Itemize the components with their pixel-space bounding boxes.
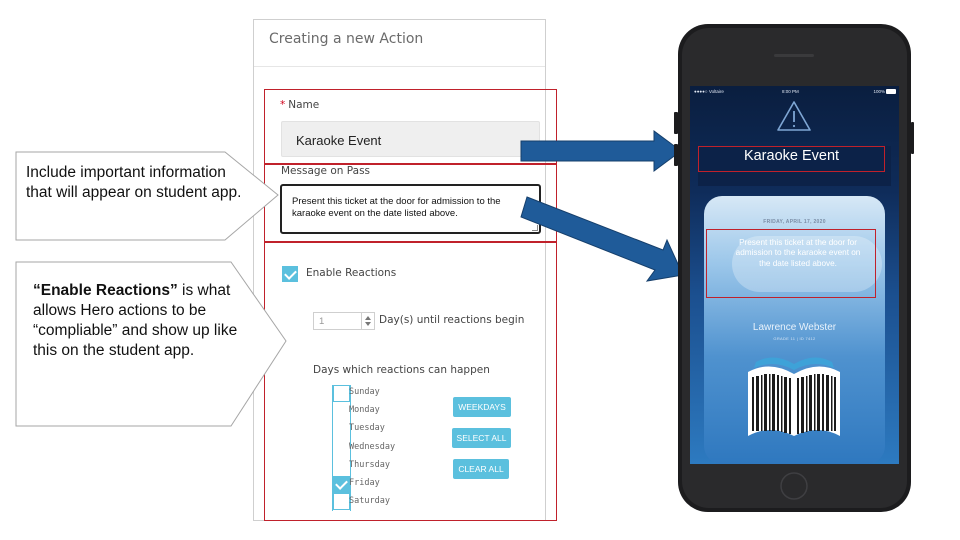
name-label: *Name bbox=[280, 99, 319, 111]
reactions-callout-bold: “Enable Reactions” bbox=[33, 282, 178, 299]
phone-volume-button bbox=[674, 112, 678, 134]
action-form-panel: Creating a new Action bbox=[253, 19, 546, 521]
select-all-button[interactable]: SELECT ALL bbox=[452, 428, 511, 448]
name-label-text: Name bbox=[288, 99, 320, 111]
day-label-wednesday: Wednesday bbox=[349, 442, 396, 452]
event-title-highlight-box bbox=[698, 146, 885, 172]
stepper-buttons[interactable] bbox=[361, 313, 374, 329]
resize-grip-icon[interactable] bbox=[532, 225, 538, 231]
status-time: 8:00 PM bbox=[782, 89, 799, 94]
message-label: Message on Pass bbox=[281, 165, 371, 177]
student-name: Lawrence Webster bbox=[752, 322, 837, 333]
stepper-up-icon[interactable] bbox=[365, 316, 371, 320]
reactions-highlight-box bbox=[264, 242, 557, 521]
phone-screen: ●●●●○ Voltaire 8:00 PM 100% FRIDAY, APRI… bbox=[690, 86, 899, 464]
clear-all-button[interactable]: CLEAR ALL bbox=[453, 459, 509, 479]
day-label-sunday: Sunday bbox=[349, 387, 380, 397]
day-label-saturday: Saturday bbox=[349, 496, 390, 506]
phone-speaker bbox=[774, 54, 814, 57]
day-label-friday: Friday bbox=[349, 478, 380, 488]
ticket-message-highlight-box bbox=[706, 229, 876, 298]
message-callout-text: Include important information that will … bbox=[26, 164, 242, 201]
message-text: Present this ticket at the door for admi… bbox=[292, 196, 501, 220]
event-title: Karaoke Event bbox=[743, 148, 840, 164]
reactions-callout-rest: is what allows Hero actions to be “compl… bbox=[33, 282, 238, 359]
days-until-label: Day(s) until reactions begin bbox=[379, 314, 525, 326]
weekdays-button[interactable]: WEEKDAYS bbox=[453, 397, 511, 417]
battery-icon bbox=[886, 89, 896, 94]
days-heading: Days which reactions can happen bbox=[313, 364, 490, 376]
day-checkbox-friday[interactable] bbox=[333, 476, 350, 493]
phone-home-button bbox=[780, 472, 808, 500]
day-label-thursday: Thursday bbox=[349, 460, 390, 470]
name-highlight-box bbox=[264, 89, 557, 164]
reactions-callout-text: “Enable Reactions” is what allows Hero a… bbox=[33, 281, 258, 361]
day-label-monday: Monday bbox=[349, 405, 380, 415]
form-title: Creating a new Action bbox=[269, 31, 424, 47]
message-textarea[interactable]: Present this ticket at the door for admi… bbox=[280, 184, 541, 234]
ticket-card: FRIDAY, APRIL 17, 2020 Lawrence Webster … bbox=[704, 196, 885, 464]
required-star: * bbox=[280, 99, 286, 111]
ticket-date: FRIDAY, APRIL 17, 2020 bbox=[763, 219, 826, 225]
days-until-value: 1 bbox=[319, 316, 325, 327]
enable-reactions-label: Enable Reactions bbox=[306, 267, 397, 279]
days-until-stepper[interactable]: 1 bbox=[313, 312, 375, 330]
ticket-message: Present this ticket at the door for admi… bbox=[735, 238, 861, 268]
day-checkbox-list bbox=[332, 385, 351, 511]
status-battery: 100% bbox=[873, 89, 885, 94]
student-grade: GRADE 11 | ID 7412 bbox=[773, 336, 816, 341]
phone-power-button bbox=[911, 122, 914, 154]
warning-icon bbox=[777, 101, 811, 131]
status-bar: ●●●●○ Voltaire 8:00 PM 100% bbox=[690, 86, 899, 98]
stepper-down-icon[interactable] bbox=[365, 322, 371, 326]
day-label-tuesday: Tuesday bbox=[349, 423, 385, 433]
name-input[interactable]: Karaoke Event bbox=[281, 121, 540, 157]
ticket-message-bubble bbox=[732, 236, 882, 292]
day-checkbox-saturday[interactable] bbox=[333, 493, 350, 510]
enable-reactions-checkbox[interactable] bbox=[282, 266, 298, 282]
barcode-book-icon bbox=[748, 357, 840, 436]
day-checkbox-sunday[interactable] bbox=[333, 385, 350, 402]
status-carrier: ●●●●○ Voltaire bbox=[694, 89, 724, 94]
event-title-band bbox=[698, 146, 891, 186]
form-divider bbox=[254, 66, 545, 67]
